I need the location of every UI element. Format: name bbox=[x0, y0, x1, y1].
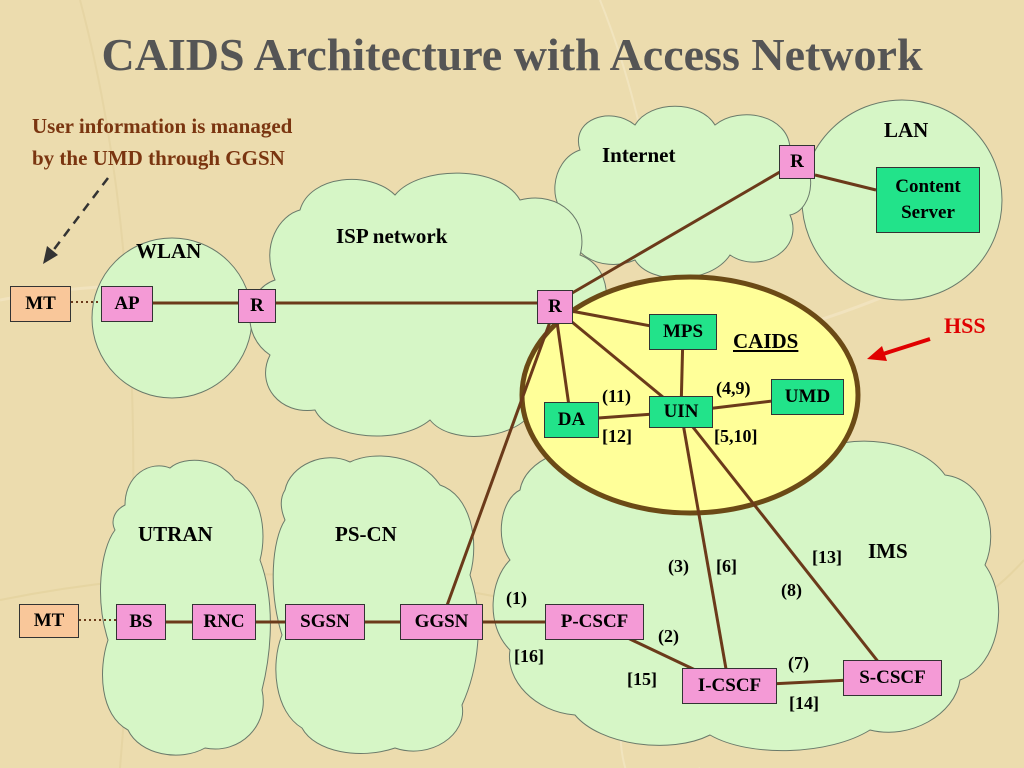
mps-node[interactable]: MPS bbox=[649, 314, 717, 350]
scscf-node[interactable]: S-CSCF bbox=[843, 660, 942, 696]
router-isp-node[interactable]: R bbox=[537, 290, 573, 324]
sgsn-node[interactable]: SGSN bbox=[285, 604, 365, 640]
ap-node[interactable]: AP bbox=[101, 286, 153, 322]
slide-title: CAIDS Architecture with Access Network bbox=[101, 29, 923, 80]
step-12: [12] bbox=[602, 426, 632, 446]
ims-label: IMS bbox=[868, 539, 908, 563]
step-13: [13] bbox=[812, 547, 842, 567]
step-8: (8) bbox=[781, 580, 802, 600]
step-4-9: (4,9) bbox=[716, 378, 751, 398]
link-r-isp-da bbox=[553, 307, 573, 421]
pcscf-node[interactable]: P-CSCF bbox=[545, 604, 644, 640]
note-arrow-head bbox=[43, 246, 58, 264]
da-node[interactable]: DA bbox=[544, 402, 599, 438]
bs-node[interactable]: BS bbox=[116, 604, 166, 640]
rnc-node[interactable]: RNC bbox=[192, 604, 256, 640]
icscf-node[interactable]: I-CSCF bbox=[682, 668, 777, 704]
note-arrow-line bbox=[51, 177, 109, 253]
step-5-10: [5,10] bbox=[714, 426, 758, 446]
ggsn-note-line2: by the UMD through GGSN bbox=[32, 146, 285, 170]
step-16: [16] bbox=[514, 646, 544, 666]
hss-arrow-line bbox=[882, 337, 931, 356]
step-11: (11) bbox=[602, 386, 631, 406]
lan-label: LAN bbox=[884, 118, 929, 142]
step-15: [15] bbox=[627, 669, 657, 689]
mt-top-node[interactable]: MT bbox=[10, 286, 71, 322]
ggsn-note-line1: User information is managed bbox=[32, 114, 293, 138]
internet-region bbox=[554, 105, 812, 279]
step-6: [6] bbox=[716, 556, 737, 576]
uin-node[interactable]: UIN bbox=[649, 396, 713, 428]
isp-network-label: ISP network bbox=[336, 224, 448, 248]
step-2: (2) bbox=[658, 626, 679, 646]
caids-label: CAIDS bbox=[733, 329, 799, 353]
link-r-isp-r-internet bbox=[554, 160, 798, 305]
link-uin-scscf bbox=[679, 411, 893, 679]
hss-arrow-head bbox=[867, 346, 887, 361]
pscn-region bbox=[272, 455, 479, 754]
link-uin-icscf bbox=[679, 411, 731, 687]
step-1: (1) bbox=[506, 588, 527, 608]
step-3: (3) bbox=[668, 556, 689, 576]
mt-bottom-node[interactable]: MT bbox=[19, 604, 79, 638]
link-r-isp-ggsn bbox=[439, 307, 557, 623]
router-internet-node[interactable]: R bbox=[779, 145, 815, 179]
utran-label: UTRAN bbox=[138, 522, 213, 546]
hss-label: HSS bbox=[944, 313, 986, 338]
utran-region bbox=[100, 459, 271, 756]
ggsn-note: User information is managed by the UMD t… bbox=[32, 110, 292, 174]
internet-label: Internet bbox=[602, 143, 676, 167]
ggsn-node[interactable]: GGSN bbox=[400, 604, 483, 640]
link-r-isp-uin bbox=[554, 306, 682, 414]
umd-node[interactable]: UMD bbox=[771, 379, 844, 415]
link-r-internet-content-server bbox=[814, 173, 877, 192]
content-server-node[interactable]: Content Server bbox=[876, 167, 980, 233]
step-7: (7) bbox=[788, 653, 809, 673]
content-server-line2: Server bbox=[901, 202, 955, 223]
pscn-label: PS-CN bbox=[335, 522, 397, 546]
content-server-line1: Content bbox=[895, 176, 961, 197]
step-14: [14] bbox=[789, 693, 819, 713]
wlan-label: WLAN bbox=[136, 239, 202, 263]
router-wlan-node[interactable]: R bbox=[238, 289, 276, 323]
